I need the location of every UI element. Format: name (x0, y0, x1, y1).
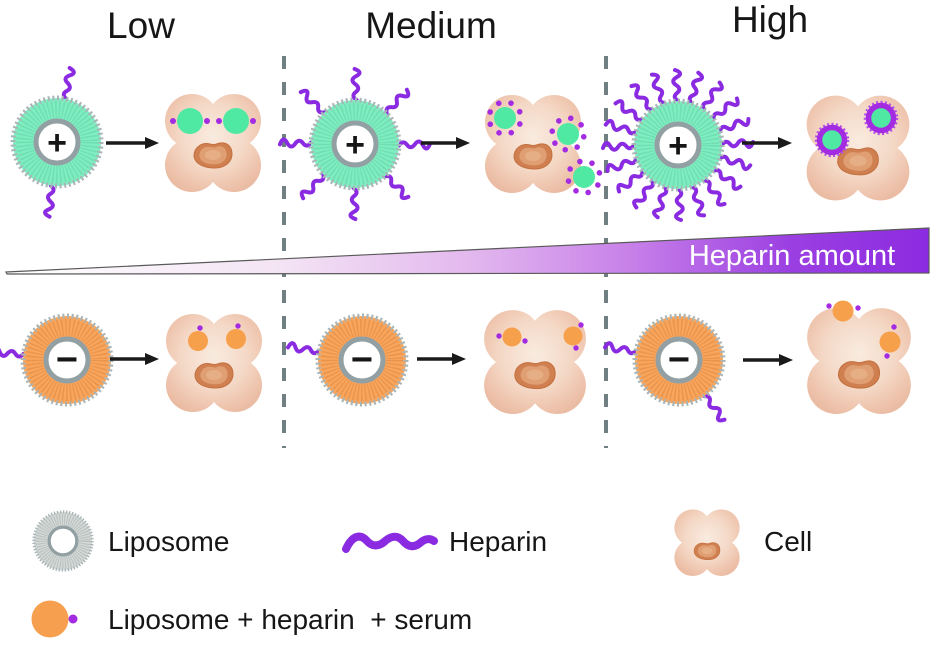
legend-label: Liposome + heparin + serum (108, 604, 472, 635)
column-title-low: Low (107, 5, 175, 46)
heparin-coated-liposomes (814, 100, 899, 158)
serum-coated-liposomes (480, 93, 610, 203)
charge-symbol: + (668, 127, 688, 165)
panel-top-high: + (601, 68, 910, 222)
charge-symbol: − (56, 339, 78, 381)
heparin-strands (0, 345, 26, 361)
legend-item-liposome: Liposome (34, 512, 229, 570)
panel-top-medium: + (280, 69, 610, 219)
serum-dot-icon (68, 614, 78, 624)
charge-symbol: − (668, 339, 690, 381)
cell-icon (164, 93, 262, 193)
liposome-heparin-serum-complexes (188, 323, 246, 351)
legend-label: Liposome (108, 526, 229, 557)
cell-icon (806, 307, 912, 415)
legend-label: Cell (764, 526, 812, 557)
legend: Liposome Heparin Cell Liposome + heparin… (31, 509, 812, 638)
heparin-icon (342, 532, 438, 553)
banner-label: Heparin amount (689, 240, 895, 272)
gradient-wedge (5, 227, 930, 275)
liposome-heparin-serum-icon (31, 600, 69, 638)
panel-bottom-high: − (602, 300, 912, 425)
charge-symbol: + (47, 124, 67, 162)
heparin-amount-banner: Heparin amount (5, 227, 930, 275)
legend-label: Heparin (449, 526, 547, 557)
column-title-high: High (732, 0, 808, 40)
legend-item-complex: Liposome + heparin + serum (31, 600, 472, 638)
column-title-medium: Medium (365, 5, 497, 46)
legend-item-heparin: Heparin (342, 526, 547, 557)
liposome-icon (34, 512, 92, 570)
cell-icon (165, 313, 263, 413)
cell-icon (483, 309, 587, 415)
charge-symbol: − (351, 339, 373, 381)
internalized-liposomes (170, 108, 256, 134)
charge-symbol: + (345, 126, 365, 164)
panel-bottom-low: − (0, 313, 263, 413)
panel-bottom-medium: − (285, 309, 587, 415)
liposome-heparin-serum-complexes (496, 322, 584, 351)
cell-icon (674, 509, 740, 577)
legend-item-cell: Cell (674, 509, 812, 577)
panel-top-low: + (13, 65, 262, 219)
heparin-strands (285, 340, 322, 358)
liposome-heparin-serum-complexes (826, 300, 901, 359)
